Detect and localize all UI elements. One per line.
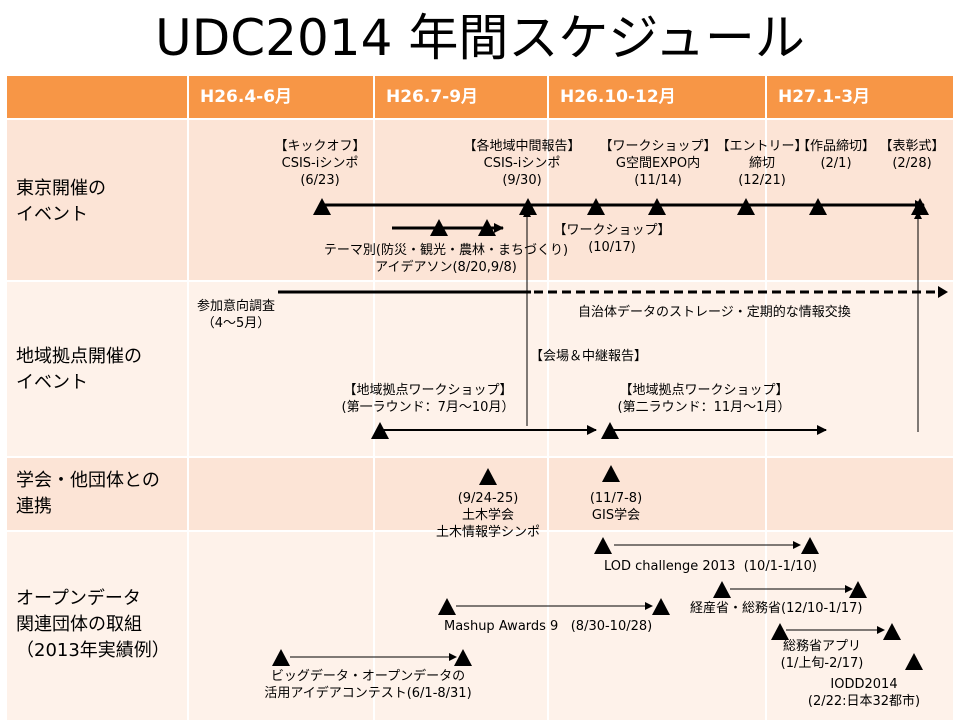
- row-band-opendata: [7, 532, 953, 720]
- work-close-label: 【作品締切】 (2/1): [796, 139, 876, 171]
- grid-line: [765, 76, 767, 720]
- milestone-triangle: [602, 465, 620, 482]
- milestone-triangle: [438, 598, 456, 615]
- gis-label: (11/7-8) GIS学会: [589, 491, 643, 523]
- milestone-triangle: [371, 422, 389, 439]
- page-title: UDC2014 年間スケジュール: [155, 9, 805, 67]
- midreport-label: 【各地域中間報告】 CSIS-iシンポ (9/30): [463, 139, 581, 188]
- milestone-triangle: [883, 623, 901, 640]
- milestone-triangle: [905, 653, 923, 670]
- milestone-triangle: [454, 649, 472, 666]
- row-label-regional: 地域拠点開催の イベント: [16, 346, 142, 393]
- header-period-1: H26.4-6月: [200, 87, 293, 107]
- milestone-triangle: [272, 649, 290, 666]
- bigdata-label: ビッグデータ・オープンデータの 活用アイデアコンテスト(6/1-8/31): [264, 669, 472, 701]
- data-exchange-label: 自治体データのストレージ・定期的な情報交換: [578, 305, 851, 320]
- header-period-4: H27.1-3月: [778, 87, 871, 107]
- meti-label: 経産省・総務省(12/10-1/17): [690, 601, 863, 616]
- entry-close-label: 【エントリー】 締切 (12/21): [716, 139, 808, 188]
- row-label-opendata: オープンデータ 関連団体の取組 （2013年実績例）: [16, 588, 170, 661]
- civil-eng-label: (9/24-25) 土木学会 土木情報学シンポ: [435, 491, 541, 540]
- row-band-academic: [7, 458, 953, 530]
- row-band-tokyo: [7, 120, 953, 280]
- milestone-triangle: [771, 623, 789, 640]
- milestone-triangle: [479, 468, 497, 485]
- grid-line: [7, 456, 953, 458]
- grid-line: [187, 76, 189, 720]
- row-band-regional: [7, 282, 953, 456]
- grid-line: [7, 530, 953, 532]
- milestone-triangle: [737, 198, 755, 215]
- milestone-triangle: [519, 198, 537, 215]
- milestone-triangle: [809, 198, 827, 215]
- milestone-triangle: [911, 198, 929, 215]
- milestone-triangle: [313, 198, 331, 215]
- milestone-triangle: [601, 422, 619, 439]
- milestone-triangle: [849, 581, 867, 598]
- row-label-academic: 学会・他団体との 連携: [16, 470, 160, 517]
- milestone-triangle: [713, 581, 731, 598]
- ideathon-label: テーマ別(防災・観光・農林・まちづくり) アイデアソン(8/20,9/8): [323, 243, 569, 275]
- milestone-triangle: [587, 198, 605, 215]
- milestone-triangle: [648, 198, 666, 215]
- workshop2-label: 【ワークショップ】 (10/17): [553, 223, 671, 255]
- milestone-triangle: [594, 537, 612, 554]
- milestone-triangle: [801, 537, 819, 554]
- data-exchange-arrowhead: [938, 286, 948, 298]
- workshop-g-label: 【ワークショップ】 G空間EXPO内 (11/14): [599, 139, 717, 188]
- mashup-label: Mashup Awards 9 (8/30-10/28): [444, 619, 653, 634]
- grid-line: [7, 280, 953, 282]
- kickoff-label: 【キックオフ】 CSIS-iシンポ (6/23): [274, 139, 366, 188]
- header-period-2: H26.7-9月: [386, 87, 479, 107]
- milestone-triangle: [478, 219, 496, 236]
- grid-line: [7, 118, 953, 120]
- ws-round1-label: 【地域拠点ワークショップ】 (第一ラウンド：7月～10月）: [341, 383, 515, 415]
- lod-label: LOD challenge 2013 (10/1-1/10): [604, 559, 817, 574]
- row-label-tokyo: 東京開催の イベント: [16, 178, 106, 225]
- grid-line: [547, 76, 549, 720]
- award-label: 【表彰式】 (2/28): [879, 139, 945, 171]
- milestone-triangle: [430, 219, 448, 236]
- ws-round2-label: 【地域拠点ワークショップ】 (第二ラウンド：11月～1月）: [617, 383, 791, 415]
- header-period-3: H26.10-12月: [560, 87, 676, 107]
- grid-line: [373, 76, 375, 720]
- milestone-triangle: [652, 598, 670, 615]
- mic-app-label: 総務省アプリ (1/上旬-2/17): [780, 639, 864, 671]
- participation-label: 参加意向調査 （4～5月）: [196, 299, 276, 331]
- header-band: [7, 76, 953, 118]
- venue-relay-label: 【会場＆中継報告】: [530, 349, 648, 364]
- iodd-label: IODD2014 (2/22:日本32都市): [807, 677, 921, 709]
